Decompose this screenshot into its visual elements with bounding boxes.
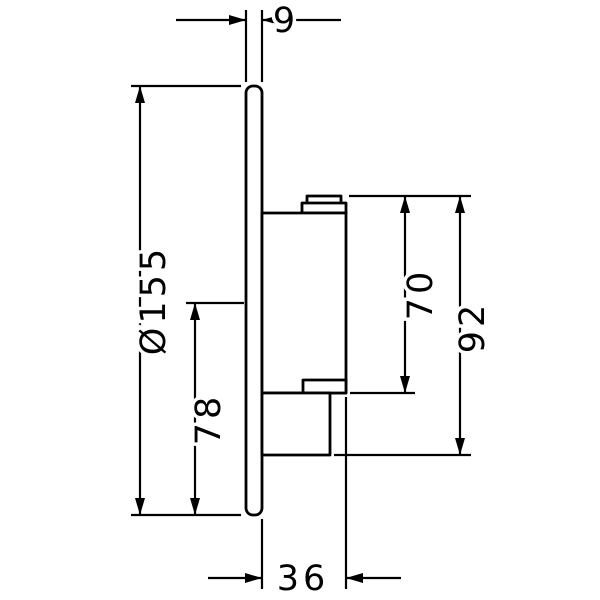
arrowhead-thickness-right — [262, 15, 279, 25]
dimension-label-right-outer: 92 — [453, 301, 493, 354]
arrowhead-diameter-bottom — [135, 498, 145, 515]
arrowhead-right-outer-top — [455, 196, 465, 213]
arrowhead-left-inner-top — [190, 303, 200, 320]
arrowhead-diameter-top — [135, 86, 145, 103]
dimension-labels: 9 Ø155 78 70 92 36 — [131, 0, 497, 600]
dimension-label-depth: 36 — [277, 559, 330, 599]
arrowhead-right-inner-bottom — [400, 376, 410, 393]
part-outlines — [244, 84, 348, 517]
arrowhead-right-inner-top — [400, 196, 410, 213]
plate-outline — [244, 84, 264, 517]
valve-lower-housing-outline — [260, 391, 332, 457]
arrowhead-right-outer-bottom — [455, 438, 465, 455]
extension-lines — [131, 10, 471, 589]
dimension-label-right-inner: 70 — [401, 268, 441, 321]
valve-bottom-flange-outline — [301, 378, 348, 395]
arrowhead-thickness-left — [229, 15, 246, 25]
dimension-label-thickness: 9 — [273, 1, 299, 41]
arrowhead-depth-right — [346, 573, 363, 583]
dimension-label-diameter: Ø155 — [134, 245, 174, 355]
arrowhead-left-inner-bottom — [190, 498, 200, 515]
arrowheads — [135, 15, 465, 583]
dimension-label-left-inner: 78 — [189, 393, 229, 446]
valve-body-outline — [260, 211, 348, 395]
valve-knob-flange-outline — [300, 201, 348, 215]
arrowhead-depth-left — [245, 573, 262, 583]
